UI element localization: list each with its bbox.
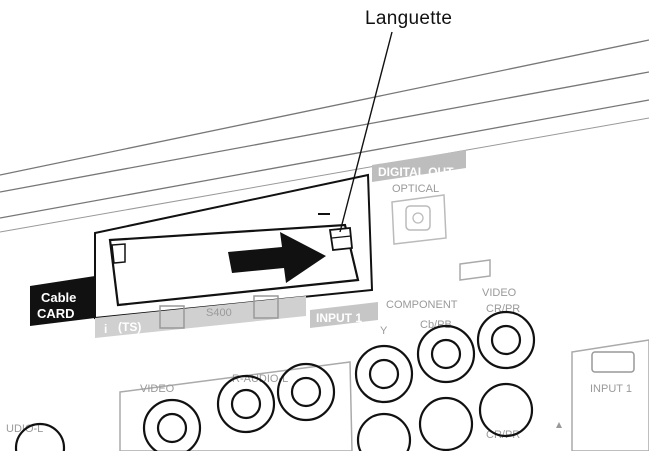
lower-recess bbox=[119, 361, 353, 451]
rca-jack-video bbox=[142, 398, 202, 451]
chassis-edge-4 bbox=[0, 117, 649, 233]
hdmi-input1-label: INPUT 1 bbox=[590, 383, 632, 395]
rca-jack-pr-inner bbox=[490, 324, 522, 356]
y-label: Y bbox=[380, 325, 388, 337]
rca-jack-pb bbox=[416, 324, 476, 384]
rca-jack-lower-1 bbox=[356, 412, 412, 451]
lid-notch bbox=[111, 243, 126, 264]
optical-port-icon bbox=[405, 205, 431, 231]
languette-tab bbox=[328, 227, 353, 251]
rca-jack-far-left bbox=[14, 422, 66, 451]
video-label-right: VIDEO bbox=[482, 287, 517, 299]
rca-jack-audio-r-inner bbox=[230, 388, 262, 420]
rca-jack-pb-inner bbox=[430, 338, 462, 370]
callout-label: Languette bbox=[365, 8, 452, 29]
ilink-port-1 bbox=[159, 305, 185, 329]
component-label: COMPONENT bbox=[386, 299, 458, 311]
digital-out-band bbox=[372, 150, 466, 182]
s400-label: S400 bbox=[206, 307, 232, 319]
ilink-port-2 bbox=[253, 295, 279, 319]
languette-grip bbox=[331, 235, 352, 239]
digital-out-label: DIGITAL OUT bbox=[378, 165, 454, 179]
rca-jack-y bbox=[354, 344, 414, 404]
video-label-left: VIDEO bbox=[140, 383, 175, 395]
rca-jack-audio-r bbox=[216, 374, 276, 434]
rca-jack-y-inner bbox=[368, 358, 400, 390]
slide-arrow-icon bbox=[228, 232, 326, 283]
hdmi-input-block bbox=[571, 339, 649, 451]
rca-jack-video-inner bbox=[156, 412, 188, 444]
ilink-ts-label: (TS) bbox=[118, 320, 141, 334]
hdmi-stub bbox=[459, 259, 491, 281]
callout-leader-line bbox=[339, 31, 393, 233]
chassis-edge-1 bbox=[0, 39, 649, 176]
hdmi-port-icon bbox=[591, 351, 635, 373]
chassis-edge-3 bbox=[0, 99, 649, 219]
ilink-i-label: i bbox=[104, 322, 107, 336]
rca-jack-lower-2 bbox=[418, 396, 474, 451]
cb-pb-label: Cb/PB bbox=[420, 319, 452, 331]
rca-jack-pr bbox=[476, 310, 536, 370]
triangle-mark-icon bbox=[556, 422, 562, 428]
input1-band-label: INPUT 1 bbox=[316, 311, 362, 325]
optical-port-frame bbox=[391, 194, 447, 245]
optical-label: OPTICAL bbox=[392, 183, 439, 195]
rca-jacks bbox=[14, 310, 536, 451]
cablecard-label-line1: Cable bbox=[41, 290, 76, 305]
chassis-edge-2 bbox=[0, 71, 649, 193]
rca-jack-audio-l-inner bbox=[290, 376, 322, 408]
rca-jack-audio-l bbox=[276, 362, 336, 422]
cablecard-tab-block bbox=[30, 276, 95, 326]
rca-jack-lower-3 bbox=[478, 382, 534, 438]
input1-band bbox=[310, 302, 378, 328]
optical-port-core bbox=[412, 212, 424, 224]
cablecard-label-line2: CARD bbox=[37, 306, 75, 321]
